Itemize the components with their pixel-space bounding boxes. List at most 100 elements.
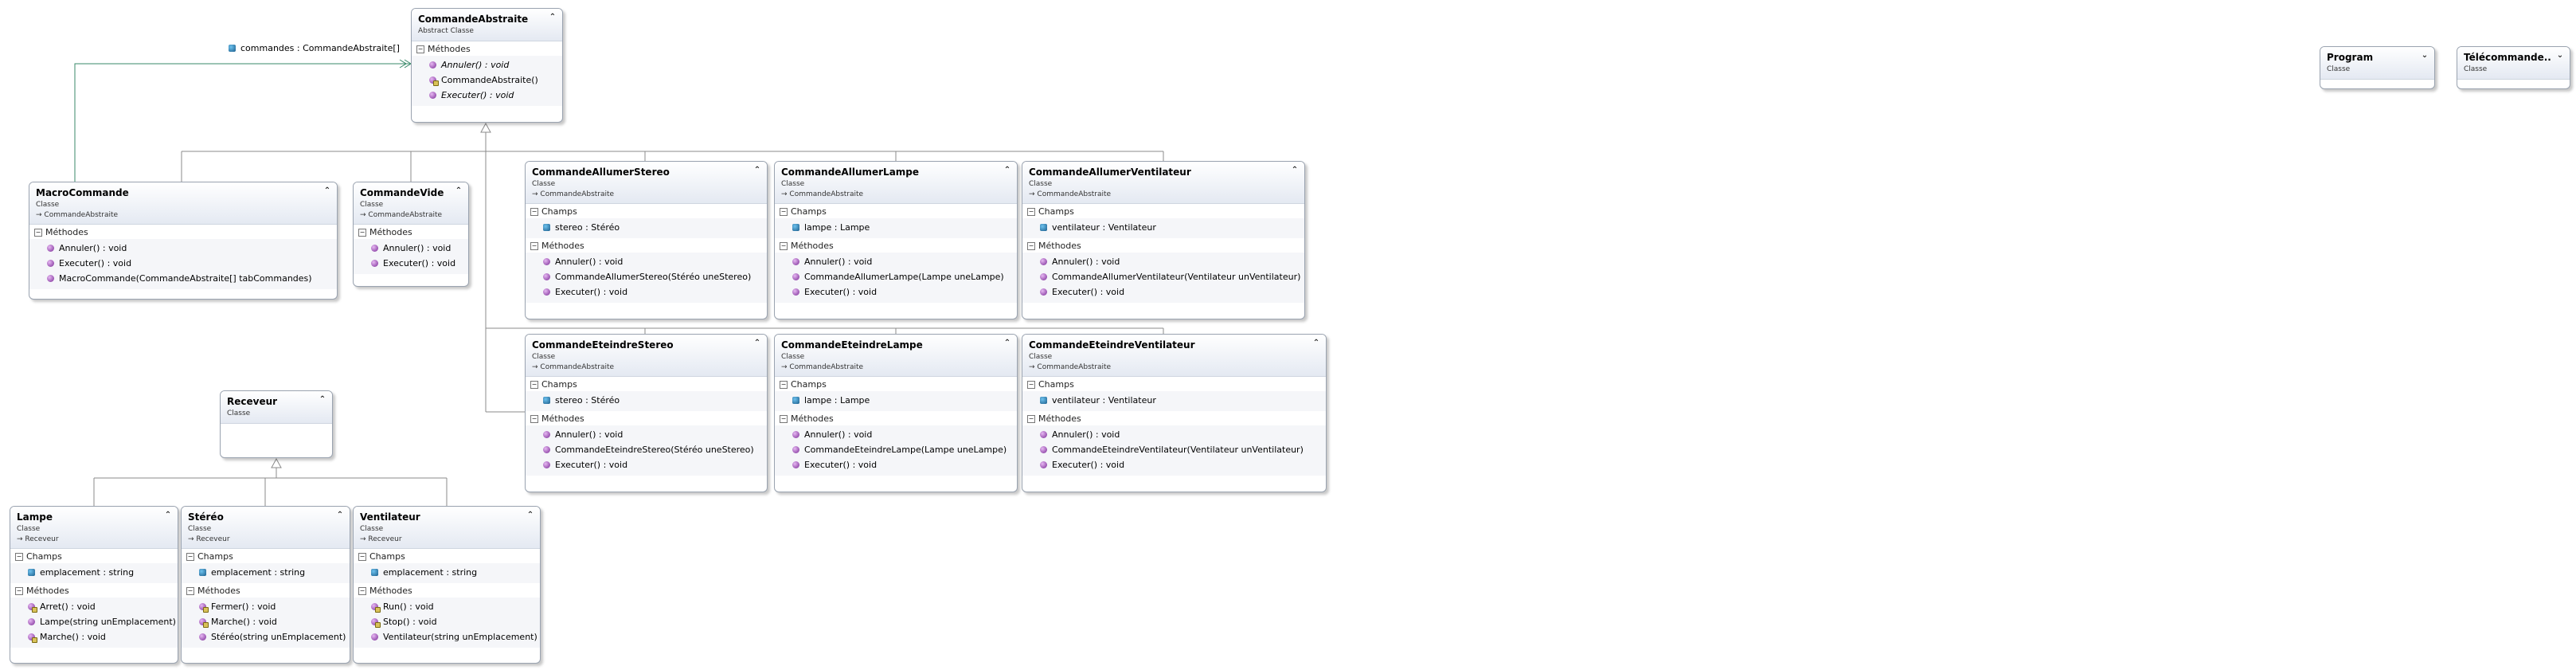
- method-row[interactable]: Executer() : void: [526, 284, 767, 300]
- field-row[interactable]: lampe : Lampe: [775, 393, 1017, 408]
- method-row[interactable]: CommandeAllumerLampe(Lampe uneLampe): [775, 269, 1017, 284]
- method-row[interactable]: Annuler() : void: [412, 57, 562, 72]
- class-box-telecommande[interactable]: Télécommande...Classe⌄: [2457, 46, 2570, 89]
- field-row[interactable]: ventilateur : Ventilateur: [1022, 393, 1326, 408]
- section-header-champs[interactable]: −Champs: [526, 204, 767, 218]
- section-header-methodes[interactable]: −Méthodes: [354, 225, 468, 239]
- method-row[interactable]: Annuler() : void: [1022, 254, 1304, 269]
- section-header-champs[interactable]: −Champs: [10, 549, 178, 563]
- chevron-icon[interactable]: ⌃: [455, 186, 463, 195]
- section-header-methodes[interactable]: −Méthodes: [29, 225, 337, 239]
- method-row[interactable]: Annuler() : void: [775, 254, 1017, 269]
- method-row[interactable]: Ventilateur(string unEmplacement): [354, 629, 540, 645]
- section-header-methodes[interactable]: −Méthodes: [1022, 238, 1304, 253]
- chevron-icon[interactable]: ⌃: [1291, 166, 1299, 174]
- chevron-icon[interactable]: ⌃: [1003, 166, 1011, 174]
- section-toggle-icon[interactable]: −: [780, 415, 788, 423]
- section-header-methodes[interactable]: −Méthodes: [775, 238, 1017, 253]
- method-row[interactable]: CommandeEteindreStereo(Stéréo uneStereo): [526, 442, 767, 457]
- section-toggle-icon[interactable]: −: [1027, 242, 1035, 250]
- section-toggle-icon[interactable]: −: [1027, 208, 1035, 216]
- method-row[interactable]: Annuler() : void: [775, 427, 1017, 442]
- field-row[interactable]: emplacement : string: [182, 565, 350, 580]
- section-toggle-icon[interactable]: −: [358, 587, 366, 595]
- field-row[interactable]: ventilateur : Ventilateur: [1022, 220, 1304, 235]
- section-toggle-icon[interactable]: −: [358, 553, 366, 561]
- method-row[interactable]: Executer() : void: [775, 284, 1017, 300]
- section-header-methodes[interactable]: −Méthodes: [526, 411, 767, 425]
- chevron-icon[interactable]: ⌃: [319, 395, 326, 404]
- section-toggle-icon[interactable]: −: [530, 415, 538, 423]
- section-toggle-icon[interactable]: −: [15, 587, 23, 595]
- method-row[interactable]: CommandeEteindreVentilateur(Ventilateur …: [1022, 442, 1326, 457]
- section-header-methodes[interactable]: −Méthodes: [1022, 411, 1326, 425]
- section-header-champs[interactable]: −Champs: [1022, 204, 1304, 218]
- section-header-champs[interactable]: −Champs: [182, 549, 350, 563]
- field-row[interactable]: lampe : Lampe: [775, 220, 1017, 235]
- class-header[interactable]: Télécommande...Classe⌄: [2457, 47, 2570, 80]
- section-toggle-icon[interactable]: −: [530, 208, 538, 216]
- chevron-icon[interactable]: ⌃: [526, 511, 534, 519]
- section-header-methodes[interactable]: −Méthodes: [10, 583, 178, 598]
- section-toggle-icon[interactable]: −: [530, 242, 538, 250]
- method-row[interactable]: Executer() : void: [526, 457, 767, 472]
- chevron-icon[interactable]: ⌃: [1003, 339, 1011, 347]
- method-row[interactable]: Executer() : void: [412, 88, 562, 103]
- method-row[interactable]: Stéréo(string unEmplacement): [182, 629, 350, 645]
- chevron-icon[interactable]: ⌄: [2556, 51, 2564, 60]
- chevron-icon[interactable]: ⌃: [1312, 339, 1320, 347]
- method-row[interactable]: MacroCommande(CommandeAbstraite[] tabCom…: [29, 271, 337, 286]
- field-row[interactable]: stereo : Stéréo: [526, 220, 767, 235]
- section-header-champs[interactable]: −Champs: [775, 204, 1017, 218]
- method-row[interactable]: Lampe(string unEmplacement): [10, 614, 178, 629]
- method-row[interactable]: Annuler() : void: [1022, 427, 1326, 442]
- section-toggle-icon[interactable]: −: [780, 242, 788, 250]
- method-row[interactable]: CommandeAllumerStereo(Stéréo uneStereo): [526, 269, 767, 284]
- section-header-methodes[interactable]: −Méthodes: [354, 583, 540, 598]
- field-row[interactable]: emplacement : string: [10, 565, 178, 580]
- section-header-methodes[interactable]: −Méthodes: [775, 411, 1017, 425]
- section-toggle-icon[interactable]: −: [1027, 381, 1035, 389]
- method-row[interactable]: Run() : void: [354, 599, 540, 614]
- section-toggle-icon[interactable]: −: [780, 208, 788, 216]
- chevron-icon[interactable]: ⌃: [323, 186, 331, 195]
- section-header-methodes[interactable]: −Méthodes: [526, 238, 767, 253]
- section-header-champs[interactable]: −Champs: [526, 377, 767, 391]
- section-toggle-icon[interactable]: −: [34, 229, 42, 237]
- method-row[interactable]: Annuler() : void: [29, 241, 337, 256]
- method-row[interactable]: Arret() : void: [10, 599, 178, 614]
- section-header-champs[interactable]: −Champs: [1022, 377, 1326, 391]
- section-toggle-icon[interactable]: −: [416, 45, 424, 53]
- section-toggle-icon[interactable]: −: [780, 381, 788, 389]
- method-row[interactable]: Annuler() : void: [526, 254, 767, 269]
- section-toggle-icon[interactable]: −: [15, 553, 23, 561]
- method-row[interactable]: Executer() : void: [1022, 457, 1326, 472]
- chevron-icon[interactable]: ⌃: [753, 166, 761, 174]
- section-header-champs[interactable]: −Champs: [775, 377, 1017, 391]
- method-row[interactable]: Executer() : void: [354, 256, 468, 271]
